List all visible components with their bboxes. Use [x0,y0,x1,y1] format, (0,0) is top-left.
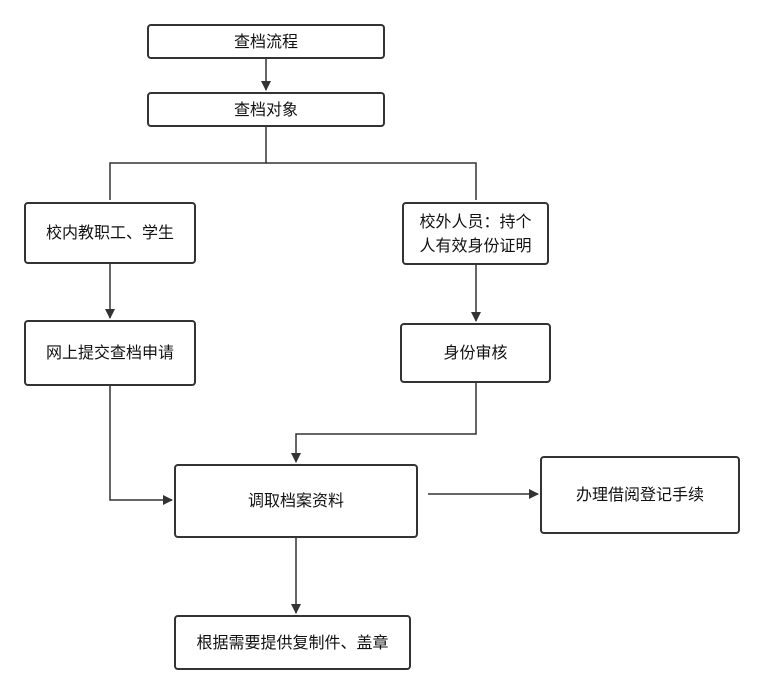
node-internal: 校内教职工、学生 [24,202,196,264]
branch-line-target-split [109,127,267,200]
node-identity-check: 身份审核 [400,323,551,383]
node-target: 查档对象 [147,92,385,127]
branch-line-target-external [266,162,477,200]
node-process-title: 查档流程 [147,24,385,59]
node-online-apply: 网上提交查档申请 [24,320,196,386]
node-external: 校外人员：持个人有效身份证明 [402,202,549,265]
node-borrow: 办理借阅登记手续 [540,456,740,534]
arrow-online-apply-to-retrieve [109,386,173,505]
node-retrieve: 调取档案资料 [174,464,418,538]
node-copy-seal: 根据需要提供复制件、盖章 [174,615,411,670]
arrow-identity-check-to-retrieve [291,383,477,463]
